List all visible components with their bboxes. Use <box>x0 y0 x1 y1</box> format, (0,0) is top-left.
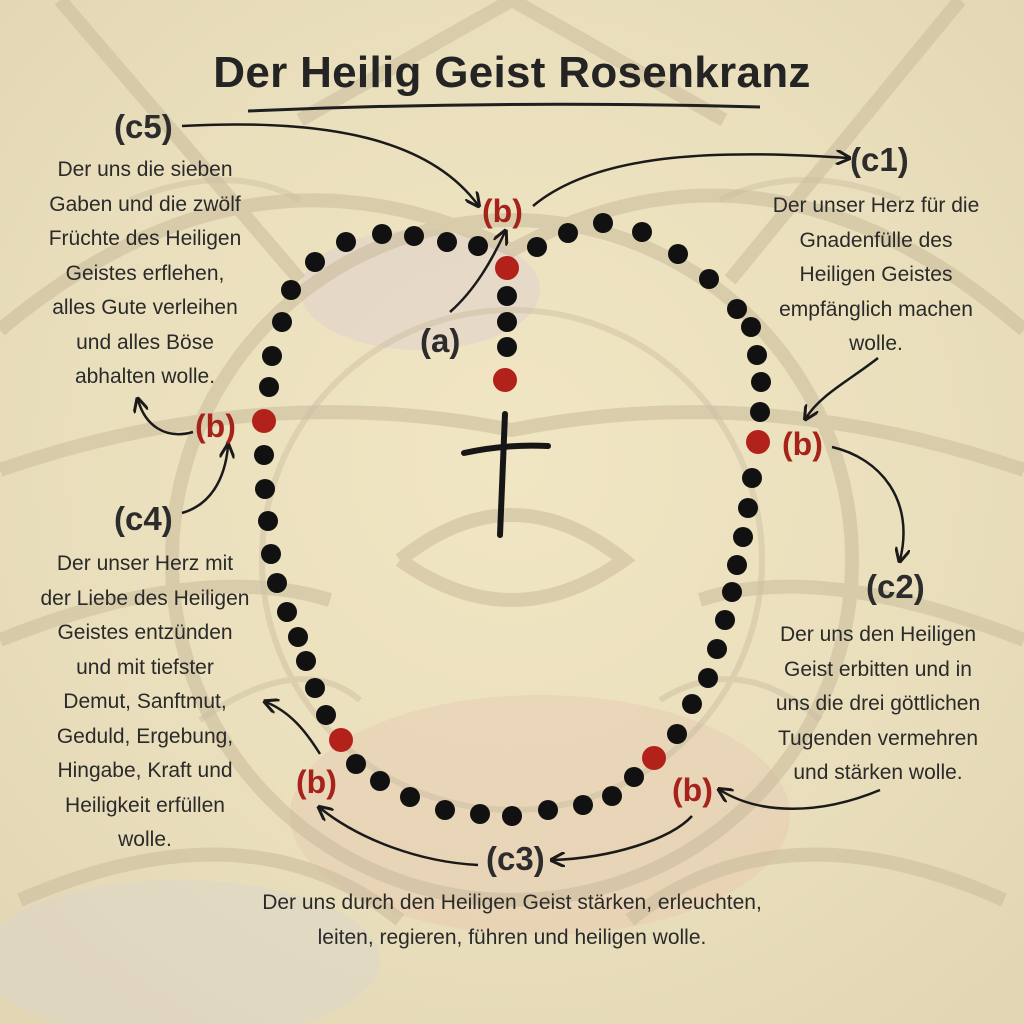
marker-b-right: (b) <box>782 426 823 462</box>
rosary-bead <box>538 800 558 820</box>
marker-bead <box>495 256 519 280</box>
label-c2: (c2) <box>866 568 925 605</box>
rosary-bead <box>267 573 287 593</box>
marker-b-bottom-left: (b) <box>296 764 337 800</box>
rosary-bead <box>497 312 517 332</box>
rosary-bead <box>281 280 301 300</box>
rosary-bead <box>437 232 457 252</box>
rosary-bead <box>668 244 688 264</box>
rosary-bead <box>667 724 687 744</box>
marker-bead <box>642 746 666 770</box>
label-c4: (c4) <box>114 500 173 537</box>
prayer-c1: Der unser Herz für die Gnadenfülle des H… <box>772 194 980 355</box>
rosary-bead <box>715 610 735 630</box>
rosary-bead <box>272 312 292 332</box>
rosary-bead <box>727 555 747 575</box>
arrows <box>138 123 904 867</box>
arrow-a-to-b <box>449 232 505 313</box>
rosary-bead <box>682 694 702 714</box>
arrow-b-to-c1 <box>532 154 848 207</box>
cross-icon <box>461 411 551 538</box>
rosary-bead <box>277 602 297 622</box>
label-c3: (c3) <box>486 840 545 877</box>
prayer-c4: Der unser Herz mit der Liebe des Heilige… <box>40 552 250 851</box>
rosary-bead <box>747 345 767 365</box>
arrow-b-to-c4-text <box>266 702 322 755</box>
marker-bead <box>329 728 353 752</box>
rosary-bead <box>468 236 488 256</box>
rosary-bead <box>722 582 742 602</box>
arrow-c5-to-b <box>181 123 478 205</box>
rosary-bead <box>305 252 325 272</box>
page-title: Der Heilig Geist Rosenkranz <box>213 48 811 97</box>
rosary-bead <box>296 651 316 671</box>
rosary-bead <box>400 787 420 807</box>
rosary-bead <box>750 402 770 422</box>
rosary-bead <box>624 767 644 787</box>
prayer-c3: Der uns durch den Heiligen Geist stärken… <box>262 891 762 949</box>
rosary-bead <box>502 806 522 826</box>
rosary-bead <box>259 377 279 397</box>
rosary-bead <box>346 754 366 774</box>
rosary-bead <box>707 639 727 659</box>
rosary-bead <box>699 269 719 289</box>
arrow-c1-text-to-b <box>806 357 879 418</box>
rosary-bead <box>558 223 578 243</box>
rosary-bead <box>404 226 424 246</box>
rosary-bead <box>254 445 274 465</box>
rosary-bead <box>370 771 390 791</box>
rosary-bead <box>305 678 325 698</box>
arrow-b-to-c2 <box>831 445 904 560</box>
title-underline <box>247 102 761 113</box>
rosary-bead <box>435 800 455 820</box>
rosary-bead <box>262 346 282 366</box>
rosary-bead <box>497 337 517 357</box>
marker-bead <box>252 409 276 433</box>
rosary-bead <box>593 213 613 233</box>
rosary-bead <box>602 786 622 806</box>
label-c5: (c5) <box>114 108 173 145</box>
rosary-bead <box>316 705 336 725</box>
label-c1: (c1) <box>850 141 909 178</box>
rosary-bead <box>741 317 761 337</box>
rosary-bead <box>527 237 547 257</box>
marker-bead <box>746 430 770 454</box>
rosary-bead <box>255 479 275 499</box>
rosary-bead <box>733 527 753 547</box>
arrow-c4-to-b <box>181 446 228 515</box>
marker-b-left: (b) <box>195 408 236 444</box>
prayer-c2: Der uns den Heiligen Geist erbitten und … <box>775 623 981 784</box>
arrow-b-to-c5-text <box>138 400 194 436</box>
arrow-c3-to-b <box>320 808 479 867</box>
arrow-c2-text-to-b <box>720 790 881 810</box>
rosary-bead <box>751 372 771 392</box>
rosary-beads <box>252 213 771 826</box>
rosary-bead <box>258 511 278 531</box>
rosary-bead <box>372 224 392 244</box>
rosary-bead <box>698 668 718 688</box>
rosary-bead <box>632 222 652 242</box>
rosary-bead <box>573 795 593 815</box>
rosary-bead <box>738 498 758 518</box>
rosary-bead <box>727 299 747 319</box>
marker-b-bottom-right: (b) <box>672 772 713 808</box>
prayer-c5: Der uns die sieben Gaben und die zwölf F… <box>48 158 242 388</box>
rosary-bead <box>470 804 490 824</box>
marker-b-top: (b) <box>482 193 523 229</box>
label-a: (a) <box>420 322 461 359</box>
rosary-bead <box>261 544 281 564</box>
rosary-bead <box>742 468 762 488</box>
rosary-bead <box>497 286 517 306</box>
rosary-bead <box>336 232 356 252</box>
arrow-b-to-c3 <box>553 815 693 860</box>
marker-bead <box>493 368 517 392</box>
rosary-bead <box>288 627 308 647</box>
